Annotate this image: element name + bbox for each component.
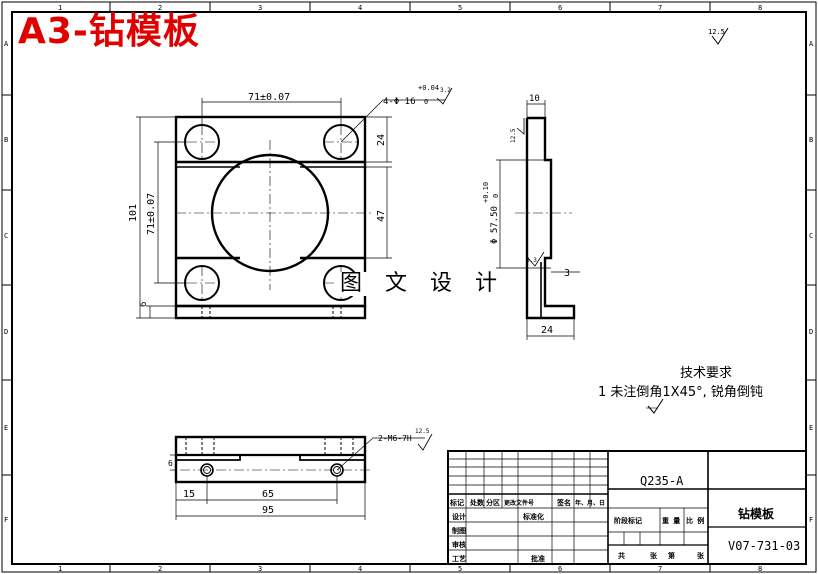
side-top-roughness-value: 12.5 (510, 128, 517, 143)
general-roughness-value: 12.5 (708, 28, 725, 36)
dim-front-width: 71±0.07 (248, 92, 290, 103)
zone-row-c-right: C (809, 232, 813, 240)
zone-col-5-bottom: 5 (458, 565, 462, 573)
tb-stage-mark: 阶段标记 (614, 516, 642, 525)
zone-row-a-right: A (809, 40, 814, 48)
bottom-view: 2-M6-7H 12.5 15 65 95 6 (168, 428, 433, 520)
zone-col-1-bottom: 1 (58, 565, 62, 573)
front-view: 71±0.07 101 71±0.07 6 24 47 4-Φ 16 +0.04… (128, 84, 453, 320)
dim-side-bore-tol-lower: 0 (492, 194, 500, 198)
zone-row-a: A (4, 40, 9, 48)
zone-col-5: 5 (458, 4, 462, 12)
general-roughness-symbol: 12.5 (708, 27, 729, 45)
zone-row-e: E (4, 424, 8, 432)
zone-col-8: 8 (758, 4, 762, 12)
dim-bottom-small: 6 (168, 459, 173, 468)
side-view: 10 3 24 Φ 57.50 +0.10 0 12.5 6.3 (482, 94, 580, 340)
requirements-item-1: 1 未注倒角1X45°, 锐角倒钝 (598, 385, 763, 400)
front-main-bore (210, 153, 330, 273)
front-base-strip (174, 304, 367, 320)
tb-mark: 标记 (449, 498, 464, 507)
zone-row-d: D (4, 328, 8, 336)
dim-side-bore-tol-upper: +0.10 (482, 182, 490, 203)
dim-bottom-total: 95 (262, 505, 274, 516)
dim-holes-tol-lower: 0 (424, 98, 428, 106)
watermark-text: 图 文 设 计 (336, 271, 509, 297)
tb-sheet-word: 张 (650, 551, 658, 560)
zone-col-2-bottom: 2 (158, 565, 162, 573)
zone-row-e-right: E (809, 424, 813, 432)
dim-front-mid: 47 (376, 210, 387, 222)
zone-col-8-bottom: 8 (758, 565, 762, 573)
tb-change-doc: 更改文件号 (504, 499, 534, 507)
tb-process: 工艺 (452, 554, 466, 563)
title-block-labels: 标记 处数 分区 更改文件号 签名 年、月、日 设计 标准化 制图 审核 工艺 … (449, 498, 705, 563)
zone-row-b: B (4, 136, 8, 144)
tb-total: 共 (618, 551, 625, 560)
dim-front-height-holes: 71±0.07 (146, 193, 157, 235)
zone-row-d-right: D (809, 328, 813, 336)
zone-col-7-bottom: 7 (658, 565, 662, 573)
tb-design: 设计 (452, 512, 466, 521)
inner-frame (11, 11, 807, 565)
tb-approve: 批准 (531, 554, 545, 563)
zone-col-2: 2 (158, 4, 162, 12)
zone-labels: 1 2 3 4 5 6 7 8 1 2 3 4 5 6 7 8 A B C D … (4, 4, 814, 573)
front-centerlines (176, 125, 374, 302)
tb-drawing-no: V07-731-03 (728, 539, 800, 553)
zone-col-3-bottom: 3 (258, 565, 262, 573)
zone-row-b-right: B (809, 136, 813, 144)
bottom-roughness-value: 12.5 (415, 428, 430, 435)
zone-col-3: 3 (258, 4, 262, 12)
tb-standardize: 标准化 (522, 512, 544, 521)
requirement-roughness-symbol (647, 398, 664, 414)
dim-holes-tol-upper: +0.04 (418, 84, 439, 92)
zone-row-f: F (4, 516, 8, 524)
dim-holes: 4-Φ 16 (383, 97, 416, 107)
drawing-title: A3-钻模板 (18, 11, 200, 52)
tb-scale: 比 例 (686, 516, 704, 525)
title-block (447, 450, 807, 565)
tb-check: 审核 (452, 540, 466, 549)
zone-row-f-right: F (809, 516, 813, 524)
zone-col-6: 6 (558, 4, 562, 12)
zone-col-7: 7 (658, 4, 662, 12)
bottom-dimensions (170, 437, 425, 520)
tb-part-name: 钻模板 (738, 506, 775, 521)
zone-col-1: 1 (58, 4, 62, 12)
dim-bottom-thread: 2-M6-7H (378, 434, 412, 443)
tb-draw: 制图 (452, 526, 466, 535)
tb-material: Q235-A (640, 474, 684, 488)
dim-front-bottom: 6 (139, 302, 149, 307)
zone-col-4: 4 (358, 4, 362, 12)
tb-sign: 签名 (556, 498, 571, 507)
tb-date: 年、月、日 (575, 499, 605, 507)
hole-roughness-value: 3.2 (440, 87, 451, 94)
dim-front-top: 24 (376, 134, 387, 146)
dim-bottom-a: 15 (183, 489, 195, 500)
tb-sheet-no: 第 (668, 551, 675, 560)
tb-count: 处数 (469, 498, 485, 507)
dim-front-height-total: 101 (128, 204, 139, 222)
requirements-heading: 技术要求 (680, 366, 733, 381)
tb-weight: 重 量 (662, 516, 680, 525)
zone-col-4-bottom: 4 (358, 565, 362, 573)
dim-side-step: 3 (564, 268, 570, 279)
zone-row-c: C (4, 232, 8, 240)
dim-side-bore: Φ 57.50 (490, 206, 500, 244)
dim-side-top: 10 (529, 94, 540, 104)
zone-col-6-bottom: 6 (558, 565, 562, 573)
tb-zone: 分区 (486, 498, 500, 507)
front-dimensions (136, 98, 445, 319)
side-dimensions (496, 100, 580, 340)
side-step-roughness-value: 6.3 (526, 257, 537, 264)
dim-bottom-b: 65 (262, 489, 274, 500)
dim-side-width: 24 (541, 325, 553, 336)
side-profile (525, 116, 576, 320)
tb-sheet-end: 张 (697, 551, 705, 560)
